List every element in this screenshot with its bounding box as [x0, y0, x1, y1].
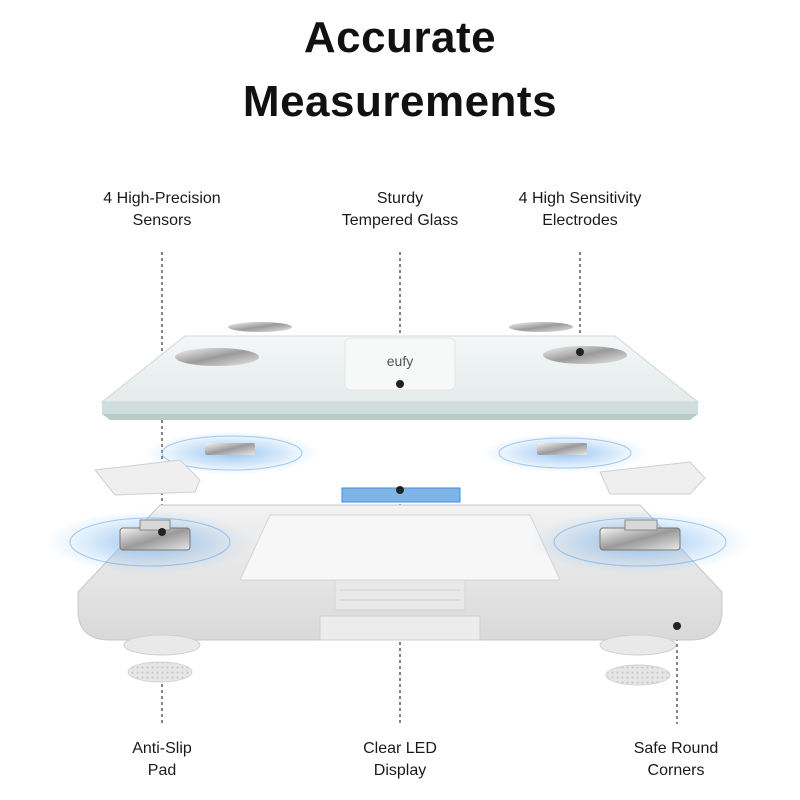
label-clear-led-display: Clear LED Display [290, 738, 510, 782]
corner-bracket-left [94, 459, 201, 496]
label-display-line-2: Display [373, 762, 427, 779]
foot-left [123, 634, 201, 656]
headline-line-1: Accurate [303, 13, 497, 62]
label-display-line-1: Clear LED [363, 740, 437, 757]
label-corners-line-2: Corners [647, 762, 705, 779]
label-corners-line-1: Safe Round [633, 740, 719, 757]
headline-line-2: Measurements [242, 77, 558, 126]
tempered-glass-panel: eufy [100, 335, 700, 420]
label-sensors-line-2: Sensors [132, 212, 192, 229]
label-pad-line-1: Anti-Slip [132, 740, 192, 757]
label-high-precision-sensors: 4 High-Precision Sensors [52, 188, 272, 232]
label-sensors-line-1: 4 High-Precision [103, 190, 221, 207]
label-tempered-glass: Sturdy Tempered Glass [290, 188, 510, 232]
load-cell-sensor-right [599, 519, 681, 551]
electrode-front-left [175, 348, 259, 366]
anti-slip-pad-right [605, 664, 671, 686]
foot-right [599, 634, 677, 656]
label-glass-line-1: Sturdy [376, 190, 424, 207]
label-glass-line-2: Tempered Glass [341, 212, 459, 229]
load-cell-sensor-left [119, 519, 191, 551]
anti-slip-pad-left [127, 661, 193, 683]
sensor-chip-right [537, 443, 587, 455]
label-electrodes-line-2: Electrodes [542, 212, 618, 229]
electrode-front-right [543, 346, 627, 364]
electrode-back-left [228, 322, 292, 332]
electrode-back-right [509, 322, 573, 332]
label-anti-slip-pad: Anti-Slip Pad [52, 738, 272, 782]
label-electrodes-line-1: 4 High Sensitivity [518, 190, 642, 207]
corner-bracket-right [599, 461, 706, 495]
label-pad-line-2: Pad [147, 762, 177, 779]
sensor-chip-left [205, 443, 255, 455]
brand-logo: eufy [387, 353, 413, 369]
label-high-sensitivity-electrodes: 4 High Sensitivity Electrodes [470, 188, 690, 232]
label-safe-round-corners: Safe Round Corners [566, 738, 786, 782]
